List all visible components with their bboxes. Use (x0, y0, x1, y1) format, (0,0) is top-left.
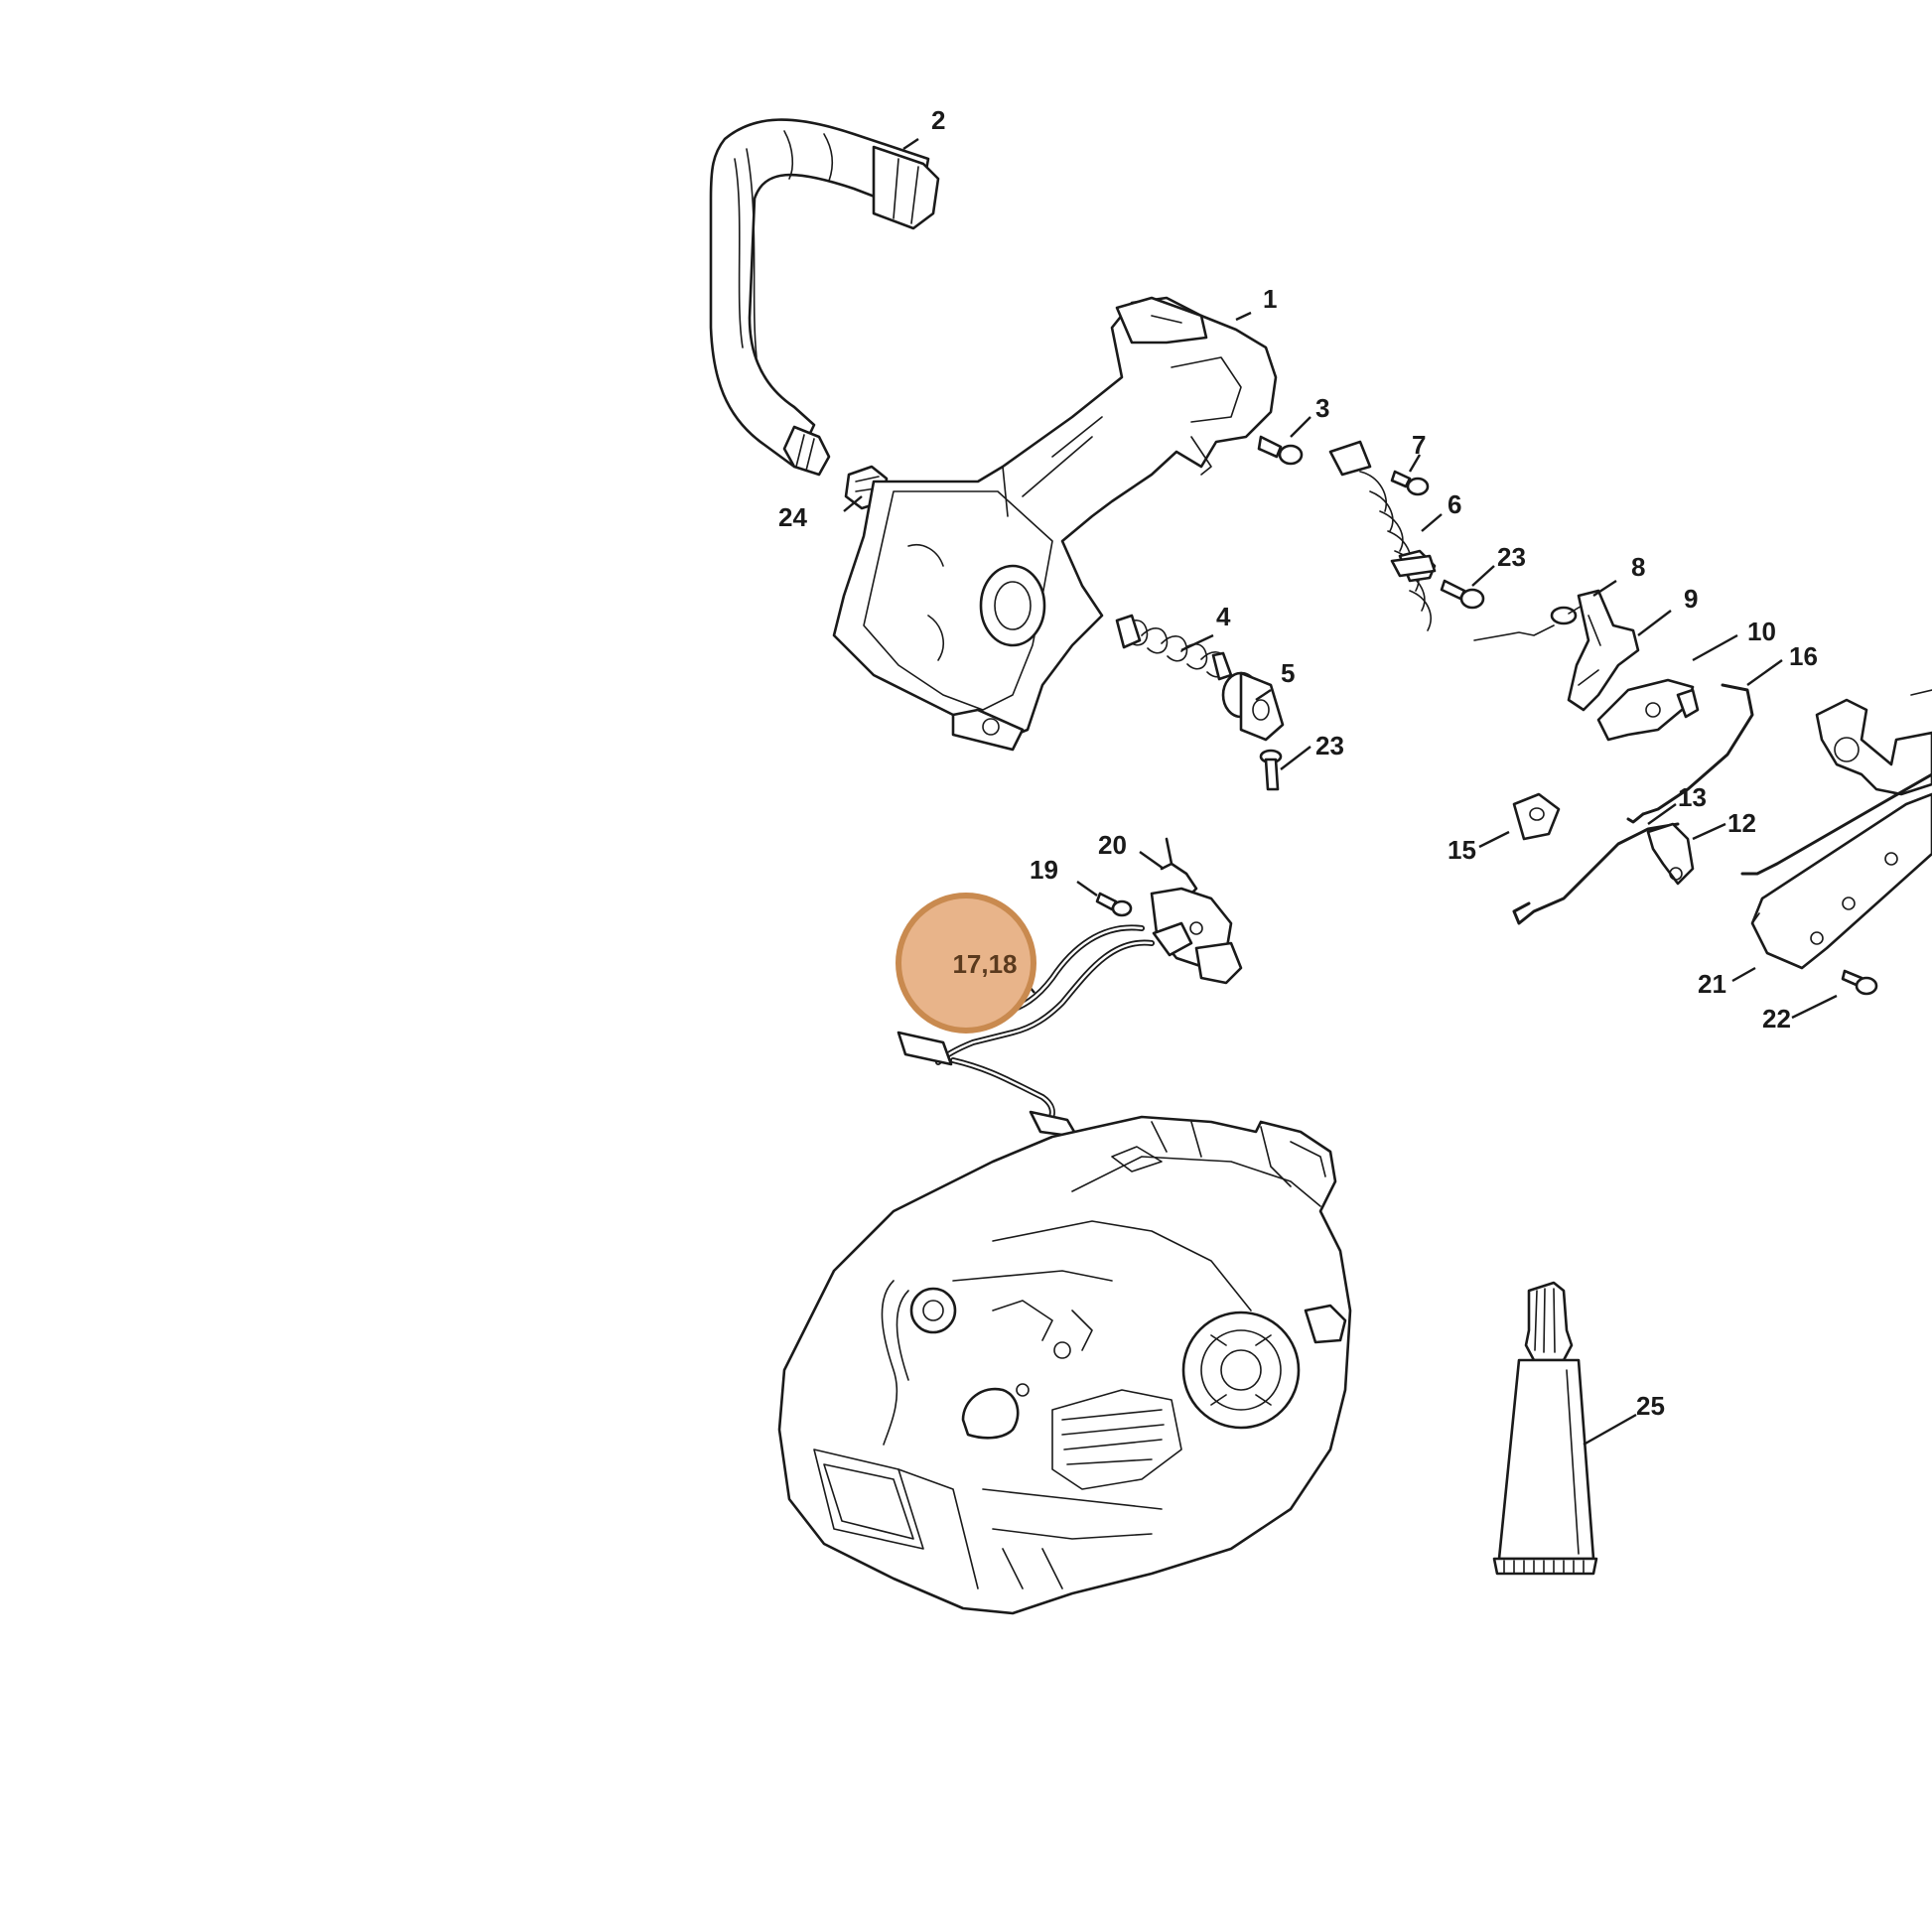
leader-5 (1255, 689, 1272, 701)
part-25-grease-tube[interactable] (1492, 1281, 1598, 1576)
highlight-circle[interactable] (896, 893, 1036, 1034)
leader-2 (902, 138, 919, 150)
part-13-wire-rod[interactable] (1512, 822, 1680, 925)
callout-23-lower[interactable]: 23 (1315, 731, 1344, 760)
leader-6 (1421, 513, 1443, 532)
leader-8 (1592, 579, 1617, 598)
leader-25 (1583, 1413, 1637, 1447)
part-19-screw[interactable] (1095, 892, 1133, 917)
part-5-bushing[interactable] (1221, 671, 1285, 742)
part-12-small-lever[interactable] (1646, 822, 1695, 886)
callout-25[interactable]: 25 (1636, 1391, 1665, 1421)
part-21-guard-strip[interactable] (1740, 772, 1932, 970)
part-7-screw[interactable] (1390, 470, 1430, 496)
part-3-screw[interactable] (1257, 435, 1304, 466)
callout-6[interactable]: 6 (1448, 489, 1461, 519)
part-10-trigger[interactable] (1596, 678, 1700, 742)
callout-7[interactable]: 7 (1412, 430, 1426, 460)
highlight-17-18[interactable]: 17,18 (896, 893, 1036, 1034)
leader-lines (843, 138, 1838, 1447)
leader-1 (1235, 311, 1252, 322)
part-8-torsion-spring[interactable] (1473, 601, 1604, 641)
part-6-spring[interactable] (1328, 440, 1437, 631)
part-2-handlebar[interactable] (709, 118, 940, 477)
part-16-rod[interactable] (1626, 683, 1754, 824)
callout-23-upper[interactable]: 23 (1497, 542, 1526, 572)
part-1-rear-handle[interactable] (832, 296, 1278, 752)
part-20-switch[interactable] (1150, 837, 1243, 985)
leader-20 (1139, 851, 1165, 870)
part-23-screw-upper[interactable] (1440, 579, 1485, 610)
part-9-lever[interactable] (1567, 589, 1640, 712)
part-23-screw-lower[interactable] (1259, 749, 1283, 791)
callout-5[interactable]: 5 (1281, 658, 1295, 688)
leader-16 (1746, 659, 1783, 686)
callout-9[interactable]: 9 (1684, 584, 1698, 614)
part-22-screw[interactable] (1841, 969, 1878, 996)
leader-22 (1791, 994, 1838, 1020)
callout-12[interactable]: 12 (1727, 808, 1756, 838)
callout-24[interactable]: 24 (778, 502, 807, 532)
highlight-label: 17,18 (952, 949, 1017, 979)
callout-19[interactable]: 19 (1030, 855, 1058, 885)
callout-8[interactable]: 8 (1631, 552, 1645, 582)
callout-15[interactable]: 15 (1448, 835, 1476, 865)
callout-20[interactable]: 20 (1098, 830, 1127, 860)
leader-3 (1290, 416, 1311, 438)
leader-9 (1637, 610, 1672, 636)
callout-3[interactable]: 3 (1315, 393, 1329, 423)
leader-24 (843, 495, 863, 512)
part-11-assembly-partial (1815, 689, 1932, 796)
callout-1[interactable]: 1 (1263, 284, 1277, 314)
callout-2[interactable]: 2 (931, 105, 945, 135)
part-17-18-wiring-harness[interactable] (897, 921, 1193, 1139)
leader-12 (1692, 822, 1726, 841)
callout-10[interactable]: 10 (1747, 617, 1776, 646)
callout-21[interactable]: 21 (1698, 969, 1726, 999)
part-4-spring[interactable] (1115, 614, 1233, 681)
leader-19 (1076, 881, 1098, 897)
leader-23-upper (1471, 565, 1495, 587)
callout-13[interactable]: 13 (1678, 782, 1707, 812)
part-15-clip[interactable] (1512, 792, 1561, 841)
leader-7 (1408, 454, 1422, 473)
leader-21 (1731, 966, 1756, 983)
leader-13 (1647, 803, 1677, 825)
callout-16[interactable]: 16 (1789, 641, 1818, 671)
leader-23-lower (1280, 746, 1311, 770)
engine-housing (777, 1115, 1352, 1615)
callout-22[interactable]: 22 (1762, 1004, 1791, 1034)
callout-labels: 2 1 3 7 6 23 8 9 10 16 4 5 23 13 15 12 2… (778, 105, 1818, 1421)
callout-4[interactable]: 4 (1216, 602, 1231, 631)
leader-10 (1692, 633, 1738, 662)
leader-15 (1478, 830, 1510, 849)
leader-4 (1180, 633, 1214, 652)
